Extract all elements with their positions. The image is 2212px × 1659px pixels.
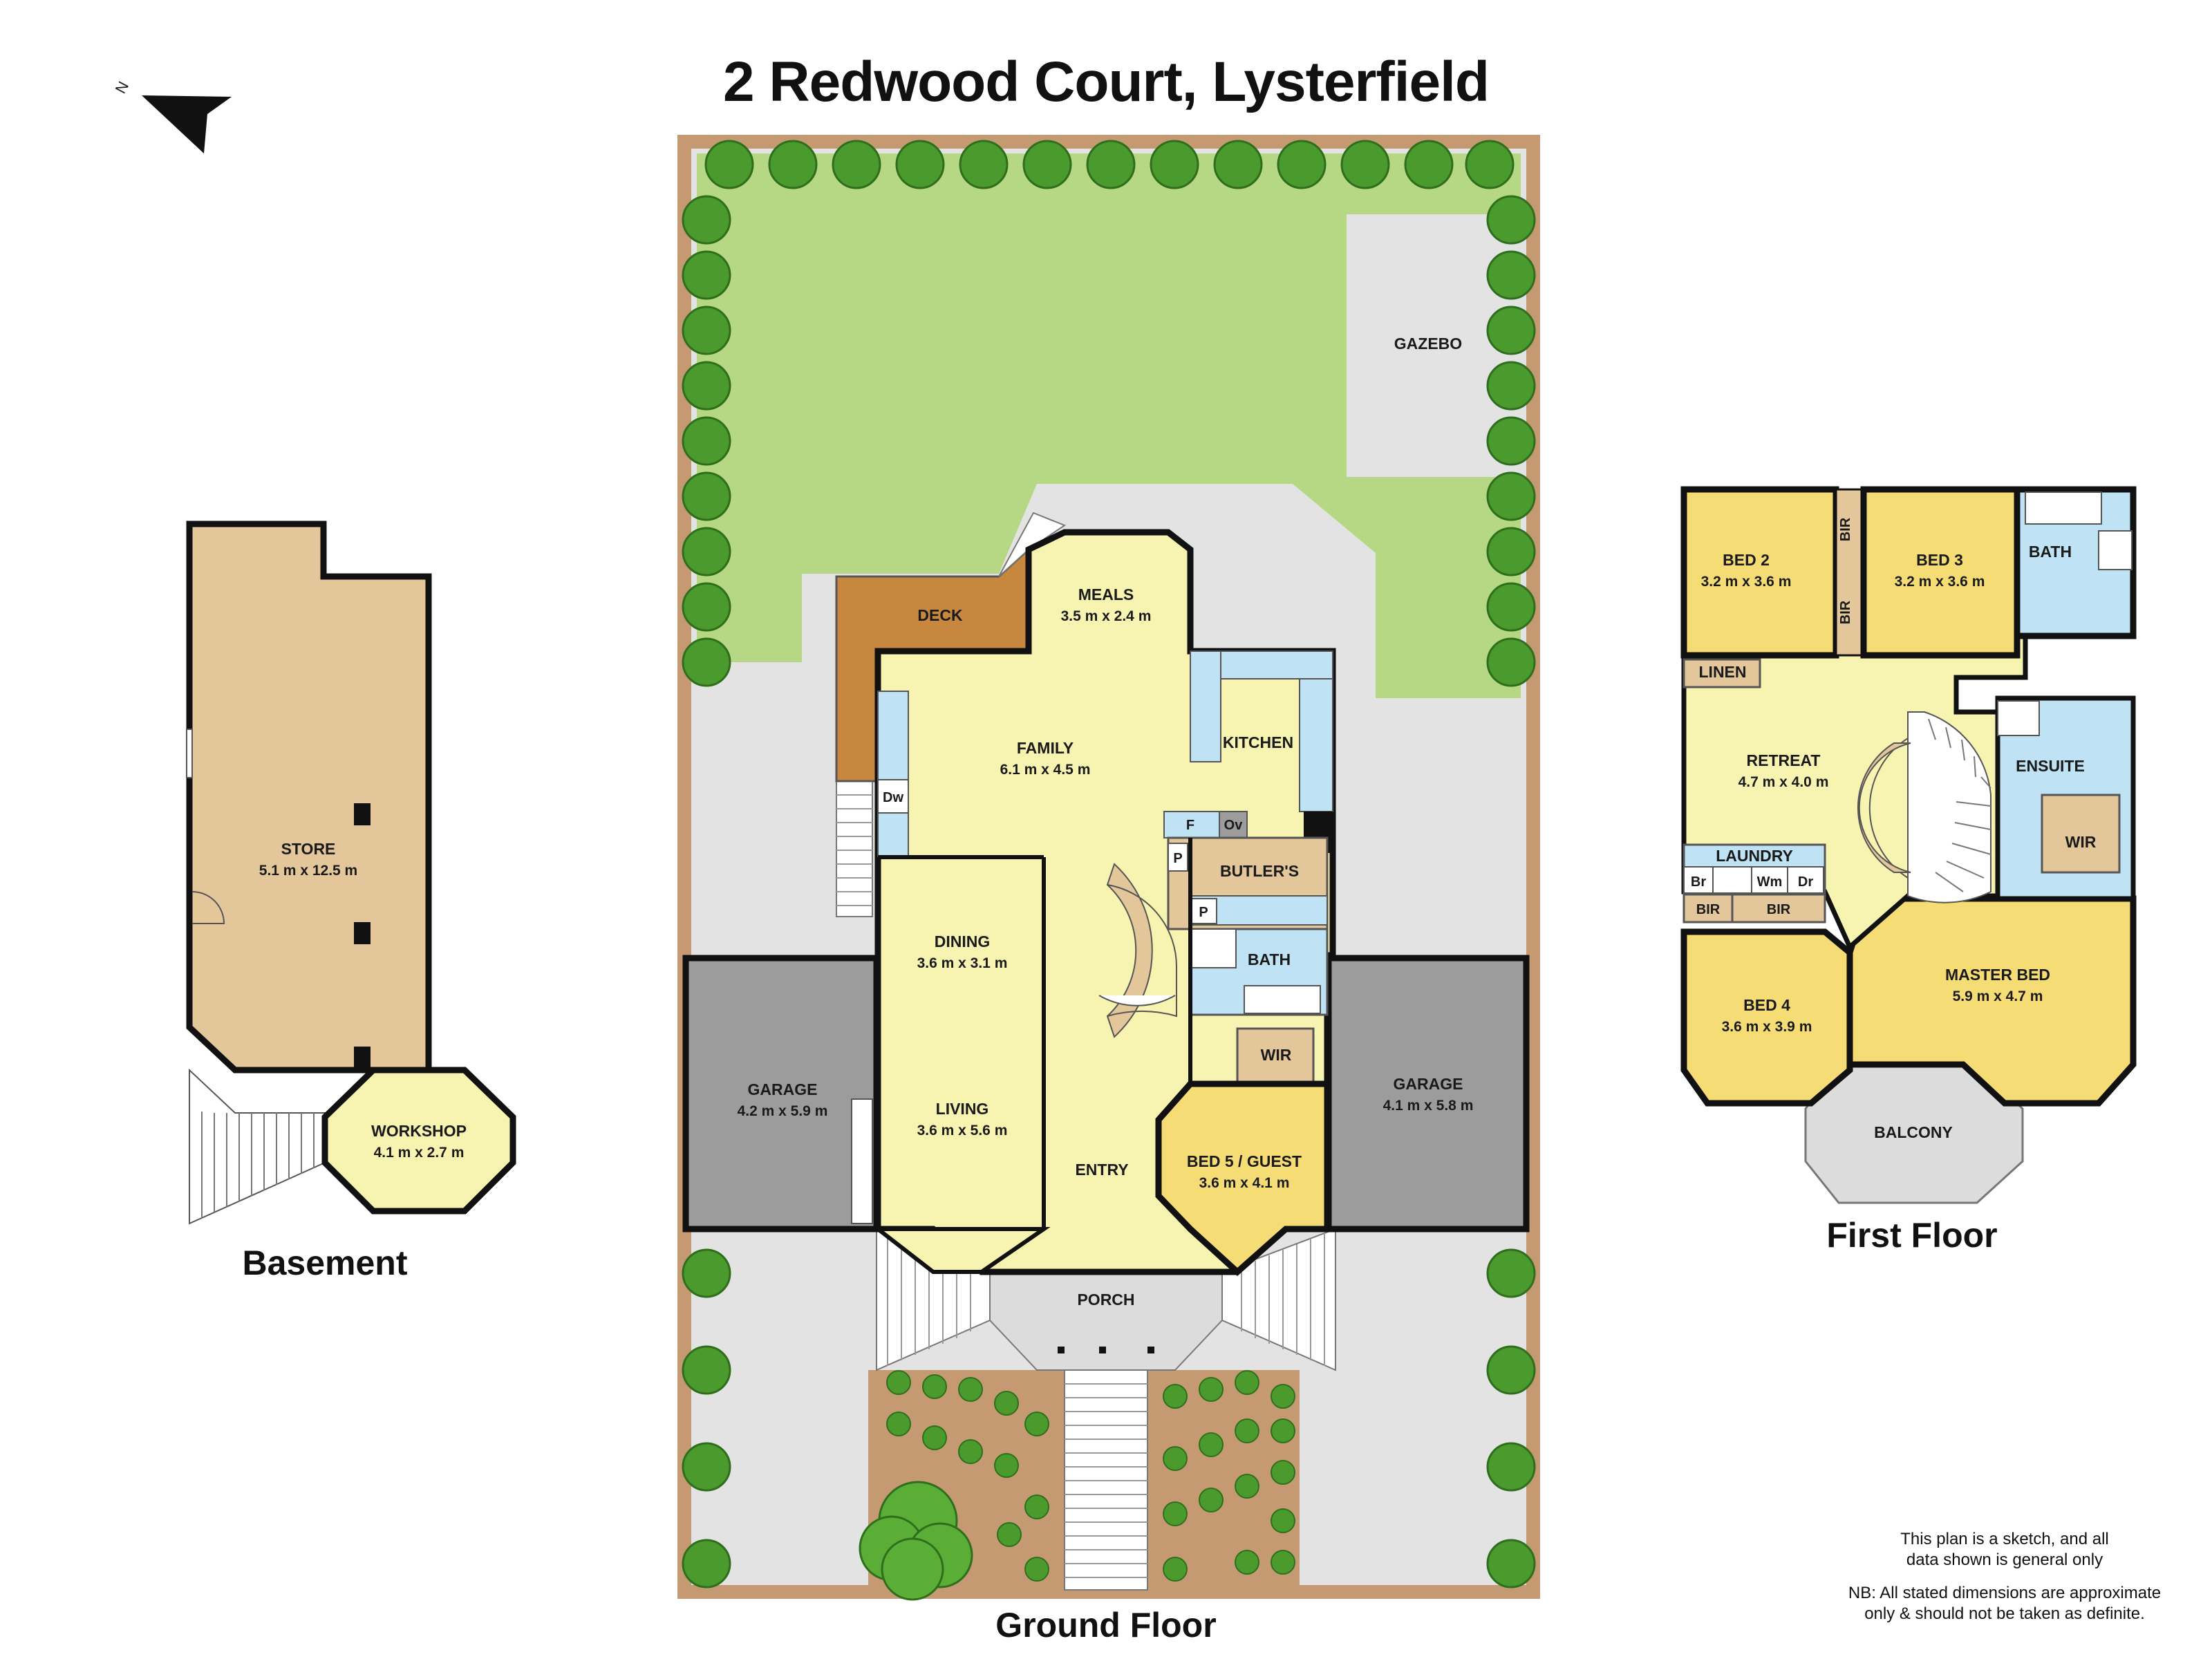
dimensions-disclaimer: NB: All stated dimensions are approximat… [1825,1583,2184,1624]
bed4-label: BED 4 [1743,996,1790,1014]
master-bed-label: MASTER BED [1945,966,2050,984]
bed2-label: BED 2 [1723,551,1770,569]
butlers-label: BUTLER'S [1220,862,1299,880]
bed5-room [1155,1080,1331,1277]
garage-left [682,955,880,1232]
bed5-label: BED 5 / GUEST [1187,1152,1302,1170]
family-dim: 6.1 m x 4.5 m [1000,762,1091,778]
first-floor-plan: BALCONY Br Wm Dr [1680,486,2137,1204]
dryer-label: Dr [1798,874,1813,890]
dining-label: DINING [935,932,991,950]
tree [859,1481,973,1601]
bed4-room [1680,928,1853,1107]
workshop-label: WORKSHOP [371,1122,467,1140]
living-label: LIVING [936,1100,989,1118]
bir-label-1: BIR [1696,902,1721,917]
wir-first [2041,794,2121,874]
gazebo-label: GAZEBO [1394,335,1462,353]
basement-plan: STORE 5.1 m x 12.5 m WORKSHOP 4.1 m x 2.… [186,521,516,1225]
garden-bed-right [1147,1370,1300,1590]
garage-right-dim: 4.1 m x 5.8 m [1383,1098,1474,1114]
retreat-dim: 4.7 m x 4.0 m [1738,774,1829,790]
garage-left-label: GARAGE [748,1080,818,1098]
master-bed-room [1846,895,2137,1107]
oven-label: Ov [1224,818,1244,833]
compass-icon: N [112,79,232,153]
workshop-dim: 4.1 m x 2.7 m [374,1145,465,1161]
store-label: STORE [281,840,336,858]
linen-cupboard [1683,658,1761,688]
entry-label: ENTRY [1075,1161,1128,1179]
hedge-row [682,140,1536,1588]
disclaimer-line-2: data shown is general only [1906,1550,2103,1569]
bed3-label: BED 3 [1916,551,1963,569]
bed3-room [1860,486,2021,659]
garage-right-label: GARAGE [1394,1075,1463,1093]
dining-dim: 3.6 m x 3.1 m [917,955,1008,971]
deck-label: DECK [917,606,963,624]
disclaimer-line-4: only & should not be taken as definite. [1864,1604,2145,1623]
retreat-label: RETREAT [1747,751,1821,769]
living-dim: 3.6 m x 5.6 m [917,1123,1008,1138]
family-label: FAMILY [1017,739,1074,757]
store-room [186,521,432,1074]
bir-label-3: BIR [1838,517,1853,541]
workshop-room [321,1067,516,1215]
porch-label: PORCH [1077,1291,1134,1309]
ensuite-label: ENSUITE [2016,757,2085,775]
lawn [697,153,1521,698]
basement-floor-label: Basement [242,1244,408,1282]
bed2-room [1680,486,1839,659]
bath-ground-label: BATH [1248,950,1291,968]
pantry-label-2: P [1199,905,1208,920]
balcony-label: BALCONY [1874,1123,1953,1141]
bed4-dim: 3.6 m x 3.9 m [1722,1019,1812,1035]
bir-label-4: BIR [1838,600,1853,624]
meals-label: MEALS [1078,585,1134,603]
sketch-disclaimer: This plan is a sketch, and all data show… [1859,1529,2150,1571]
garage-right [1325,955,1530,1232]
bath-first-label: BATH [2029,543,2072,561]
dishwasher-label: Dw [883,790,903,805]
wir-ground-label: WIR [1261,1046,1292,1064]
compass-label: N [112,79,133,97]
garage-left-dim: 4.2 m x 5.9 m [738,1103,828,1119]
fridge-label: F [1186,818,1194,833]
ground-floor-plan: GAZEBO [677,135,1540,1601]
kitchen-label: KITCHEN [1223,733,1293,751]
bed5-dim: 3.6 m x 4.1 m [1199,1175,1290,1191]
basement-stairs [189,1068,326,1225]
broom-label: Br [1691,874,1706,890]
bed3-dim: 3.2 m x 3.6 m [1895,574,1985,590]
ground-spiral-stair [1098,863,1178,1038]
meals-dim: 3.5 m x 2.4 m [1061,608,1152,624]
store-dim: 5.1 m x 12.5 m [259,863,357,879]
laundry-label: LAUNDRY [1716,847,1793,865]
disclaimer-line-3: NB: All stated dimensions are approximat… [1848,1584,2162,1602]
master-bed-dim: 5.9 m x 4.7 m [1953,988,2043,1004]
first-floor-label: First Floor [1826,1216,1998,1255]
disclaimer-line-1: This plan is a sketch, and all [1900,1530,2109,1548]
bir-label-2: BIR [1767,902,1791,917]
wir-first-label: WIR [2065,833,2097,851]
bed2-dim: 3.2 m x 3.6 m [1701,574,1792,590]
linen-label: LINEN [1699,663,1747,681]
washer-label: Wm [1757,874,1783,890]
page-title: 2 Redwood Court, Lysterfield [723,50,1490,113]
pantry-label-1: P [1173,851,1182,866]
ground-floor-label: Ground Floor [995,1606,1217,1644]
first-spiral-stair [1857,711,1991,903]
